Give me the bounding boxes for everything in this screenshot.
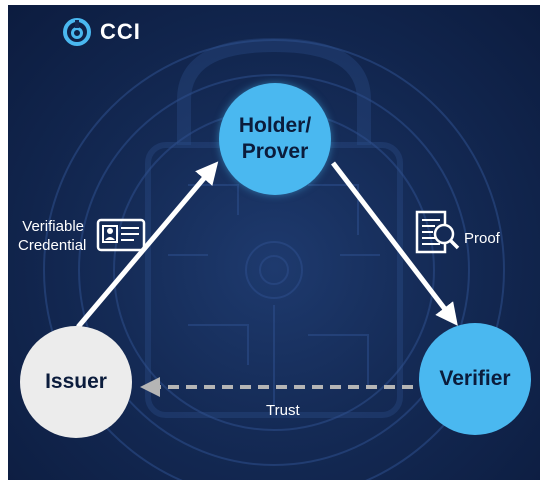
brand-name: CCI	[100, 19, 141, 44]
arrow-holder-to-verifier	[331, 161, 458, 326]
brand-logo: CCI	[62, 17, 141, 47]
vc-label-line1: Verifiable	[22, 218, 84, 235]
verifier-label: Verifier	[439, 367, 511, 390]
issuer-label: Issuer	[45, 370, 107, 393]
vc-label-line2: Credential	[18, 237, 87, 254]
issuer-node: Issuer	[20, 326, 132, 438]
verifiable-credential-label: Verifiable Credential	[18, 217, 87, 255]
holder-label-line2: Prover	[241, 140, 309, 163]
trust-label: Trust	[266, 402, 300, 419]
id-card-icon	[96, 218, 146, 252]
cci-logo-icon	[63, 18, 91, 46]
verifier-node: Verifier	[419, 323, 531, 435]
holder-label-line1: Holder/	[238, 114, 312, 137]
diagram-canvas: CCI Holder/ Prover Issuer Verifier Verif…	[8, 5, 540, 480]
holder-prover-node: Holder/ Prover	[219, 83, 331, 195]
proof-label: Proof	[464, 230, 500, 247]
document-magnifier-icon	[415, 210, 460, 254]
